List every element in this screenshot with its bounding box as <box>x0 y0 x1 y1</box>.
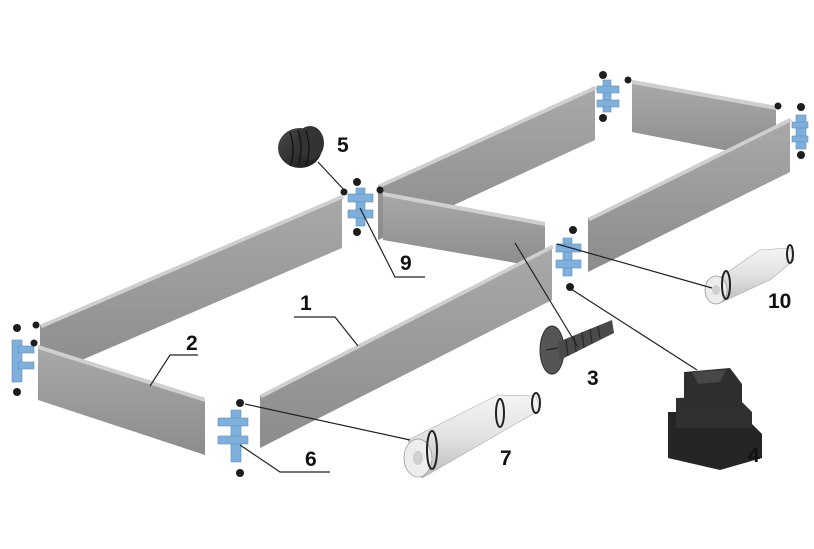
label-part-6: 6 <box>305 448 317 471</box>
leader-5 <box>317 161 347 193</box>
long-pin-part-7 <box>403 392 541 479</box>
leader-6 <box>239 444 330 473</box>
leader-lines <box>149 161 713 473</box>
panel-middle-short <box>383 192 545 268</box>
leader-3 <box>514 242 579 348</box>
panel-front-long <box>260 245 554 448</box>
short-pin-part-10 <box>704 244 795 305</box>
panel-right-long <box>588 118 792 272</box>
screw-part-3 <box>539 320 614 375</box>
label-part-4: 4 <box>748 444 760 467</box>
connector-top-right <box>791 114 809 150</box>
ribbed-plug-part-5 <box>278 126 324 168</box>
cap-nubs <box>13 71 805 477</box>
leader-7 <box>244 403 411 441</box>
leader-10 <box>556 243 713 289</box>
label-part-7: 7 <box>500 447 512 470</box>
label-part-10: 10 <box>768 290 791 313</box>
connector-corner-6 <box>217 409 249 463</box>
label-part-5: 5 <box>337 134 349 157</box>
connector-middle-right <box>555 237 582 277</box>
connector-t-9 <box>347 187 374 227</box>
panel-back-short <box>632 80 776 160</box>
foot-cap-part-4 <box>668 368 762 470</box>
label-part-2: 2 <box>186 332 198 355</box>
panel-left-back-long <box>40 195 344 378</box>
leader-1 <box>294 316 359 347</box>
label-part-3: 3 <box>587 367 599 390</box>
panel-front-short <box>38 345 205 455</box>
label-part-9: 9 <box>400 252 412 275</box>
label-part-1: 1 <box>300 292 312 315</box>
connector-left <box>11 339 35 383</box>
leader-4 <box>570 288 698 371</box>
leader-9 <box>359 207 425 278</box>
leader-2 <box>149 354 198 387</box>
connector-top-middle <box>596 79 620 113</box>
